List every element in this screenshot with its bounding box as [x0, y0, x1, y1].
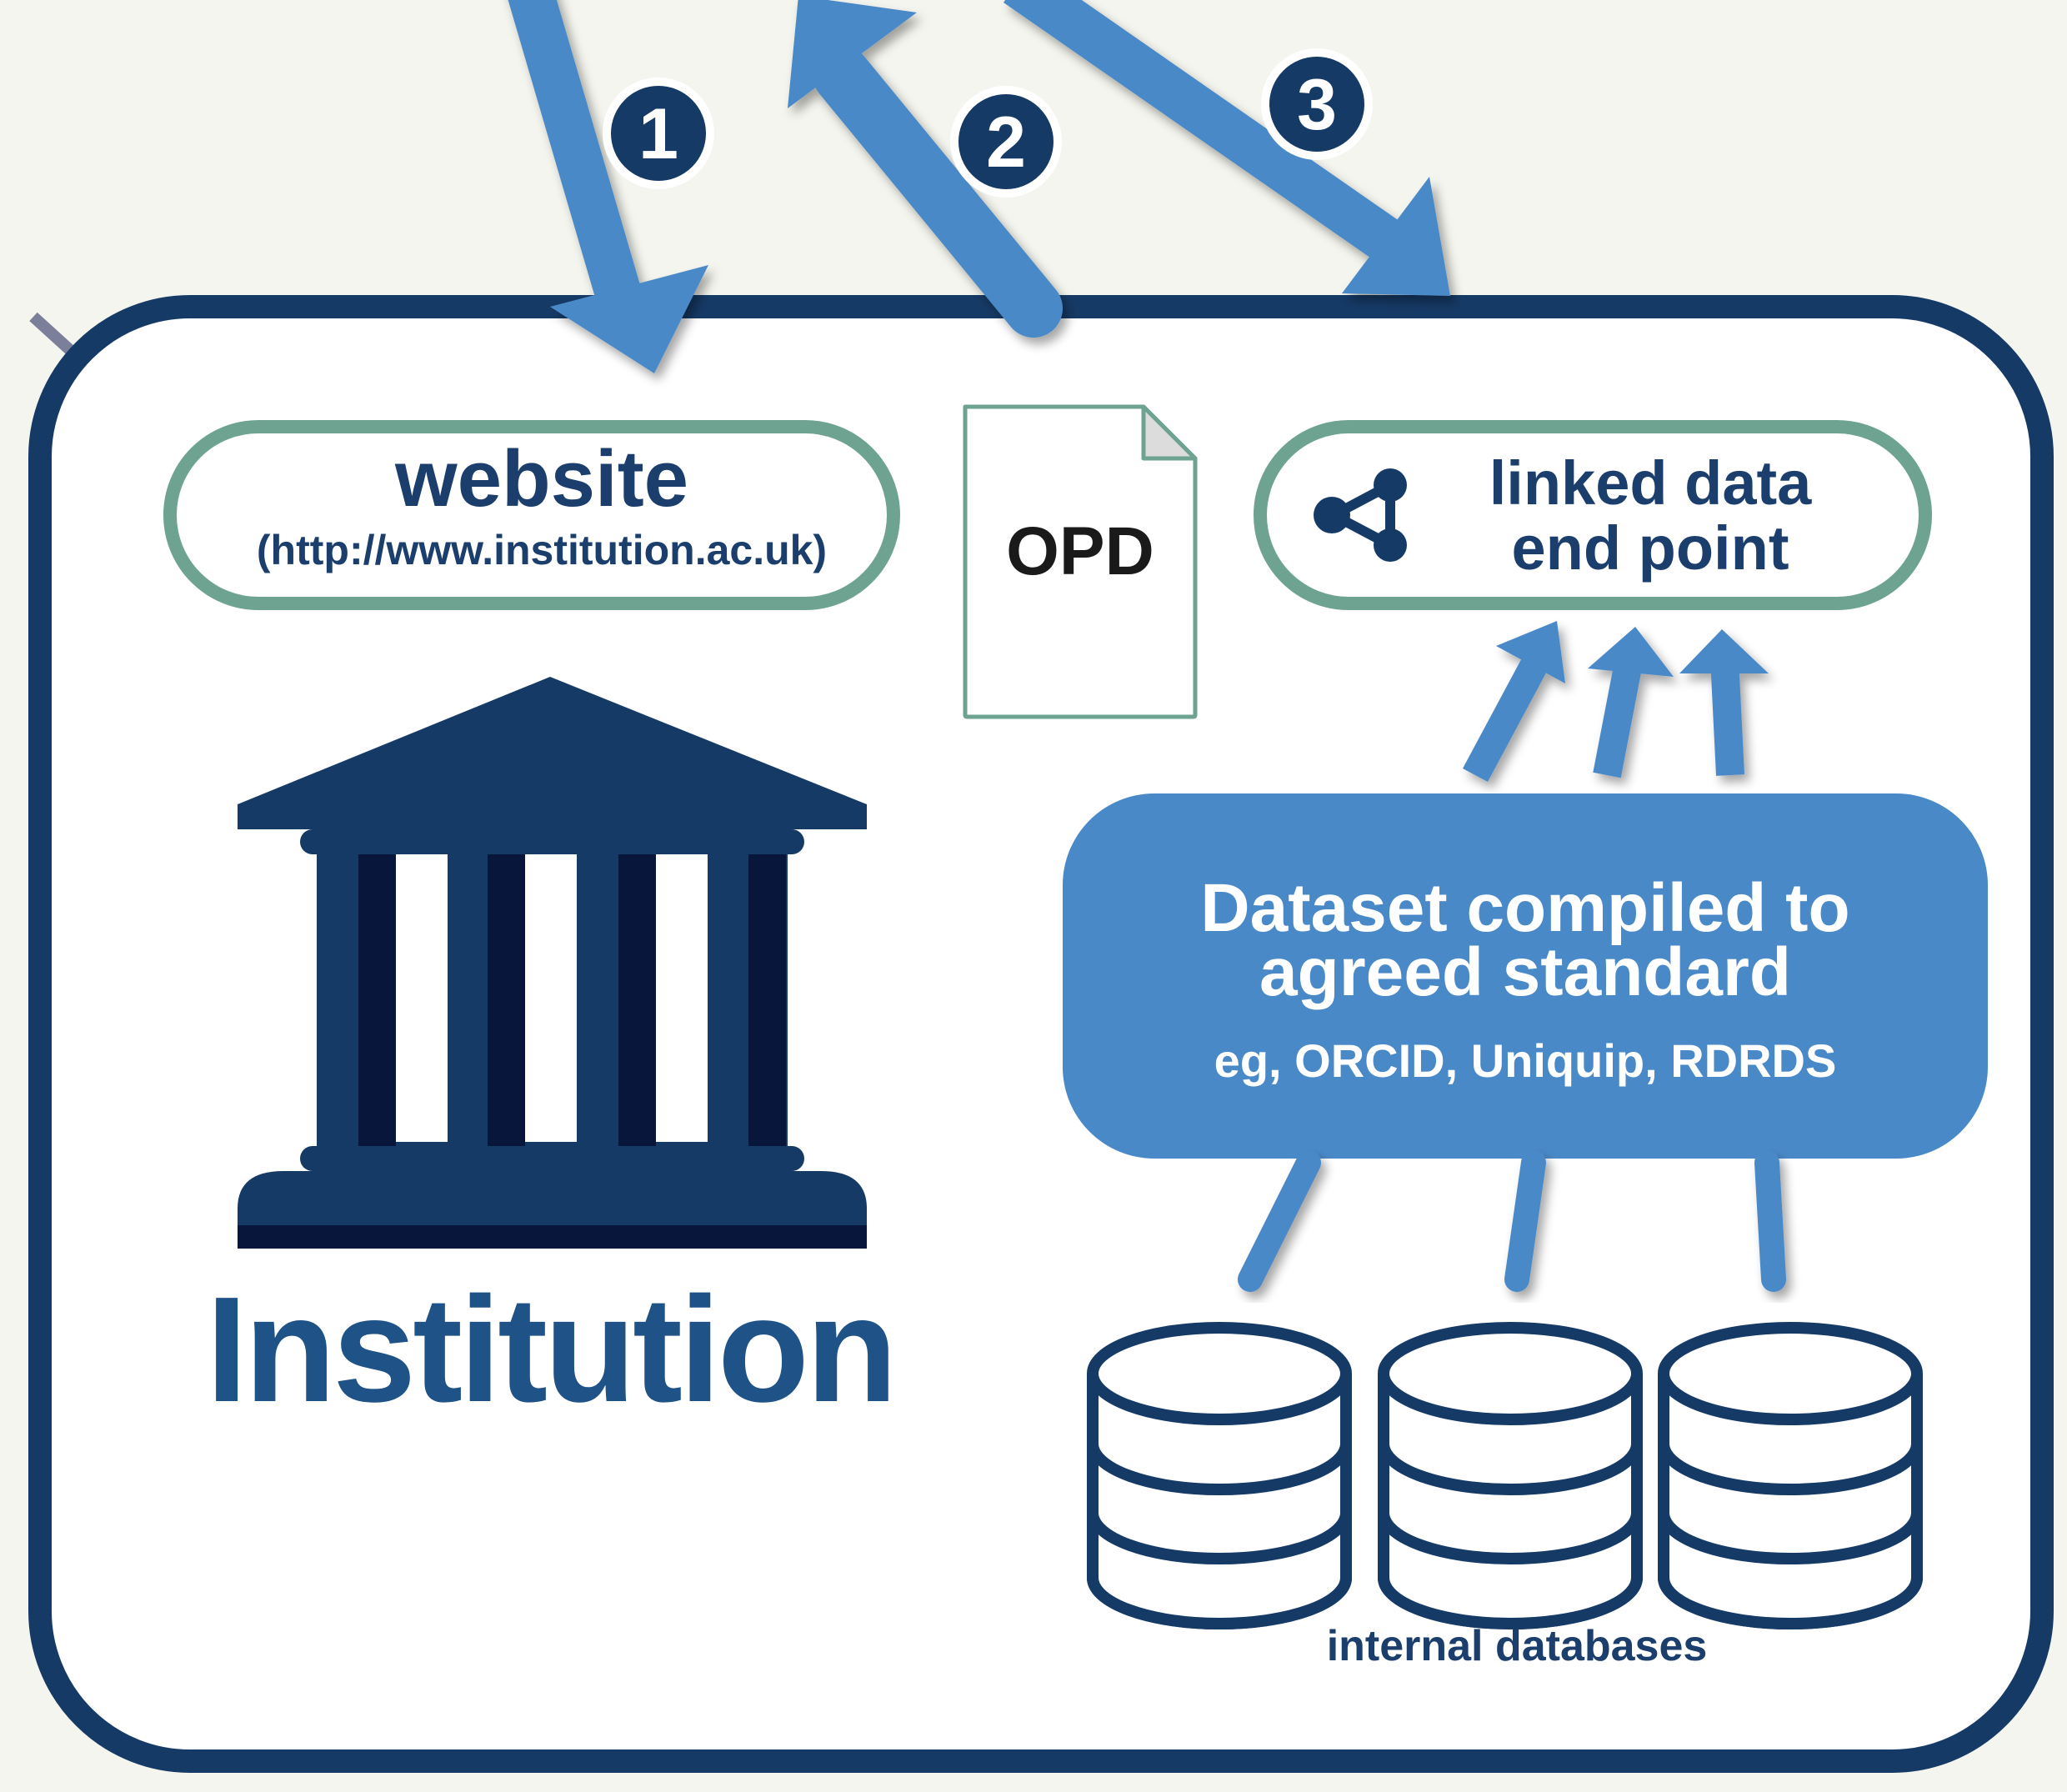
databases-label: internal databases [1326, 1622, 1708, 1670]
dataset-title-line2: agreed standard [1259, 934, 1791, 1010]
opd-document-icon [963, 404, 1198, 719]
linked-data-title: linked data [1489, 448, 1812, 518]
step-3-badge: 3 [1261, 48, 1373, 160]
step-1-arrow [508, 0, 708, 373]
opd-label: OPD [1006, 513, 1154, 589]
dataset-examples: eg, ORCID, Uniquip, RDRDS [1214, 1034, 1837, 1087]
step-1-badge: 1 [603, 78, 714, 189]
linked-data-subtitle: end point [1511, 513, 1789, 583]
step-2-badge: 2 [950, 86, 1062, 198]
database-icon-1 [1087, 1322, 1352, 1629]
institution-building-icon [238, 677, 867, 1249]
database-icon-3 [1658, 1322, 1923, 1629]
website-url: (http://www.institution.ac.uk) [256, 527, 828, 573]
step-3-arrow [1003, 0, 1450, 296]
step-2-arrow [788, 0, 1063, 338]
step-3-number: 3 [1297, 65, 1337, 145]
dataset-title-line1: Dataset compiled to [1200, 870, 1850, 946]
dataset-box [1063, 793, 1988, 1159]
database-icon-2 [1378, 1322, 1643, 1629]
website-title: website [394, 434, 689, 523]
step-1-number: 1 [638, 94, 678, 174]
website-box [163, 420, 900, 610]
share-icon [1314, 468, 1407, 562]
database-to-dataset-arrows [1238, 1150, 1786, 1292]
institution-label: Institution [206, 1266, 898, 1434]
dataset-to-endpoint-arrows [1463, 621, 1769, 783]
linked-data-box [1254, 420, 1932, 610]
step-2-number: 2 [986, 103, 1026, 183]
